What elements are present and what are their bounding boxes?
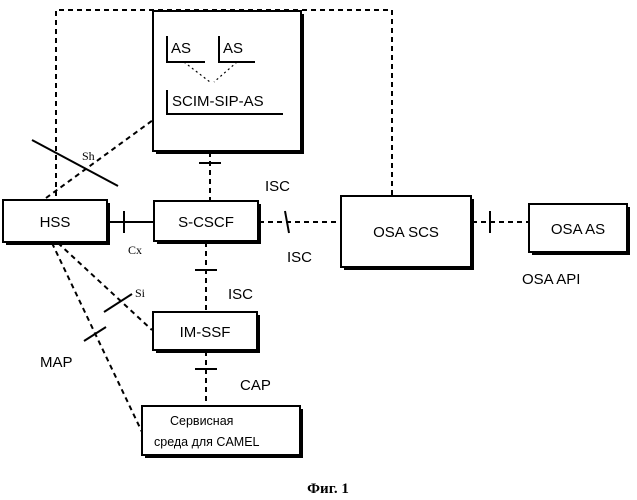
map-label: MAP [40,354,73,371]
camel-label-line1: Сервисная [170,414,233,428]
map-slash [84,327,106,341]
isc-top-label: ISC [265,178,290,195]
link-hss-camel [52,243,142,432]
as-container-box [153,11,301,151]
osa-as-label: OSA AS [551,221,605,238]
as-left-label: AS [171,40,191,57]
cap-label: CAP [240,377,271,394]
isc-bottom-label: ISC [287,249,312,266]
as-right-label: AS [223,40,243,57]
osa-api-label: OSA API [522,271,580,288]
hss-label: HSS [40,214,71,231]
imssf-label: IM-SSF [180,324,231,341]
si-slash [104,294,132,312]
scscf-label: S-CSCF [178,214,234,231]
osa-scs-label: OSA SCS [373,224,439,241]
figure-caption: Фиг. 1 [307,481,349,497]
si-label: Si [135,286,146,300]
camel-label-line2: среда для CAMEL [154,435,260,449]
isc-imssf-label: ISC [228,286,253,303]
cx-label: Cx [128,243,142,257]
sh-slash [32,140,118,186]
link-hss-as-sh [46,120,153,198]
sh-label: Sh [82,149,95,163]
scim-sip-as-label: SCIM-SIP-AS [172,93,264,110]
